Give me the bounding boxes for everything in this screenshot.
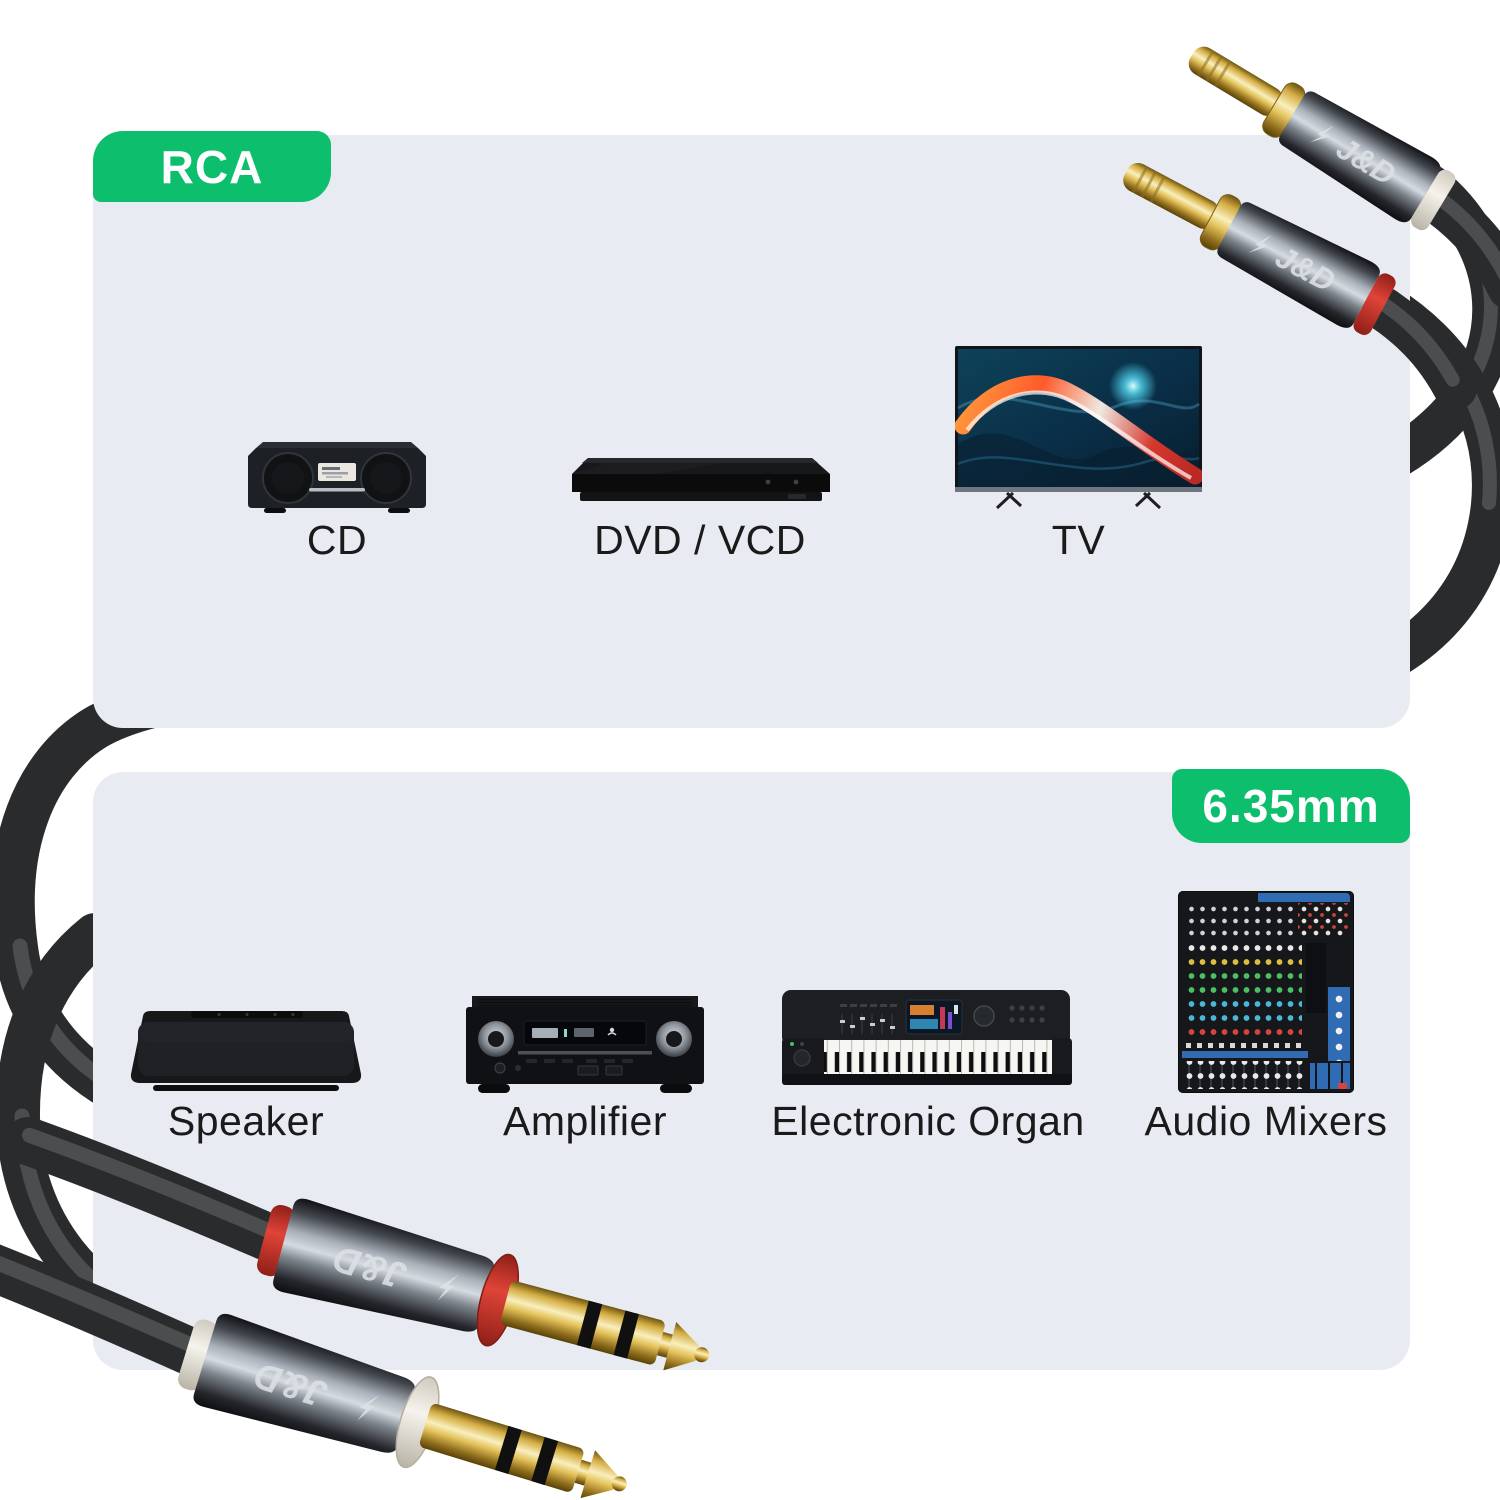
mixer-knob-grid <box>1186 943 1302 1039</box>
mixer-right-module <box>1306 943 1326 1013</box>
electronic-organ-illustration <box>778 984 1076 1092</box>
dvd-player-illustration <box>572 452 830 508</box>
mixer-blue-band <box>1182 1051 1308 1058</box>
mixer-power-button <box>1338 1083 1347 1089</box>
cd-label: CD <box>306 517 368 563</box>
tv-illustration <box>955 346 1202 511</box>
mixer-blue-strip <box>1258 893 1350 902</box>
six-three-five-badge-label: 6.35mm <box>1202 780 1380 832</box>
lightning-bolt-icon <box>357 1394 380 1421</box>
cd-player-icon <box>248 442 426 513</box>
electronic-organ-icon <box>782 990 1072 1085</box>
dvd-vcd-label: DVD / VCD <box>594 517 806 563</box>
mixer-right-blue-module <box>1328 987 1350 1061</box>
rca-badge-label: RCA <box>160 140 264 193</box>
tv-label: TV <box>1051 517 1106 563</box>
mixer-fader-bank <box>1184 1061 1306 1089</box>
mixer-master-faders <box>1310 1063 1350 1089</box>
amplifier-icon <box>466 996 704 1093</box>
rca-badge: RCA <box>93 131 331 202</box>
dvd-player-icon <box>572 458 830 501</box>
audio-mixer-illustration <box>1178 891 1354 1093</box>
speaker-illustration <box>127 1008 365 1094</box>
rca-compatibility-panel <box>93 135 1410 728</box>
electronic-organ-label: Electronic Organ <box>771 1098 1085 1144</box>
speaker-label: Speaker <box>167 1098 325 1144</box>
amplifier-label: Amplifier <box>503 1098 667 1144</box>
cd-player-illustration <box>248 440 426 514</box>
rca-ring-white <box>1411 169 1456 231</box>
mixer-jack-grid <box>1186 903 1294 937</box>
trs-collar-white <box>395 1376 440 1469</box>
speaker-icon <box>130 1011 362 1091</box>
mixer-button-row <box>1186 1043 1302 1048</box>
tv-icon <box>955 346 1202 510</box>
six-three-five-badge: 6.35mm <box>1172 769 1410 843</box>
amplifier-illustration <box>466 996 704 1094</box>
audio-mixers-label: Audio Mixers <box>1144 1098 1388 1144</box>
mixer-rca-jacks <box>1298 903 1348 937</box>
